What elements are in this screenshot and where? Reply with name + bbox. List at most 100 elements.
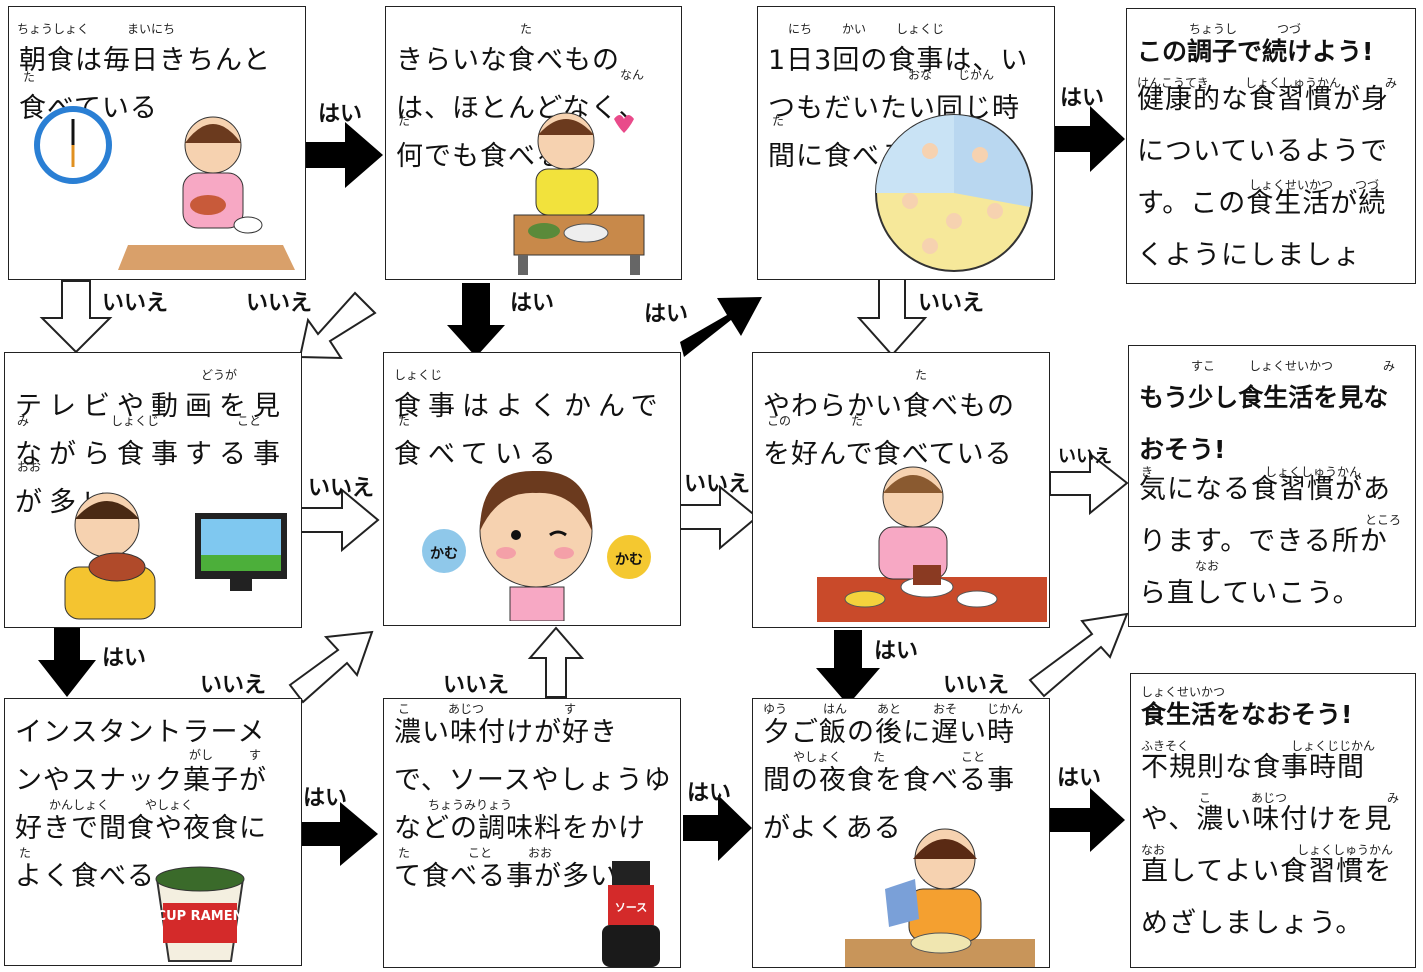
furigana: つづ [1277, 22, 1302, 36]
label-regular-no: いいえ [918, 291, 985, 316]
label-breakfast-no: いいえ [102, 291, 169, 316]
node-no-dislike-text: きらいな食べものは、ほとんどなく、何でも食べる [396, 45, 647, 172]
node-breakfast-text: 朝食は毎日きちんと食べている [19, 45, 271, 124]
breakfast-illustration [34, 106, 295, 270]
furigana: み [17, 414, 30, 428]
node-strong-taste: 濃い味付けが好きで、ソースやしょうゆなどの調味料をかけて食べる事が多い こ あじ… [383, 698, 681, 968]
node-soft-food-text: やわらかい食べものを好んで食べている [763, 391, 1015, 470]
arrow-chew-yes [680, 297, 762, 357]
furigana: あじつ [448, 702, 485, 716]
kamu-label-left: かむ [430, 546, 458, 562]
furigana: こ [1199, 791, 1212, 805]
node-late-meal-text: 夕ご飯の後に遅い時間の夜食を食べる事がよくある [763, 717, 1015, 844]
label-regular-yes: はい [1060, 86, 1105, 111]
furigana: す [249, 748, 262, 762]
furigana: この [767, 414, 792, 428]
furigana: しょくしゅうかん [1297, 843, 1394, 857]
sauce-bottle-icon: ソース [602, 861, 660, 967]
sauce-label: ソース [615, 901, 647, 914]
node-regular-time-text: 1日3回の食事は、いつもだいたい同じ時間に食べる [768, 45, 1029, 172]
arrow-breakfast-yes [305, 122, 383, 188]
furigana: おそ [933, 702, 958, 716]
result-good-body: 健康的な食習慣が身についているようです。この食生活が続くようにしましょう。 [1137, 84, 1389, 271]
label-strong-yes: はい [687, 781, 732, 806]
arrow-chew-no [678, 484, 759, 551]
result-review: もう少し食生活を見なおそう! 気になる食習慣があります。できる所から直していこう… [1128, 345, 1416, 627]
furigana: おな [908, 68, 933, 82]
furigana: こと [468, 846, 493, 860]
furigana: た [398, 846, 411, 860]
furigana: やしょく [145, 798, 194, 812]
furigana: しょくじじかん [1291, 739, 1376, 753]
furigana: かい [842, 22, 867, 36]
furigana: おお [528, 846, 553, 860]
furigana: なお [1195, 559, 1220, 573]
result-fix-title: 食生活をなおそう! [1141, 700, 1353, 729]
soft-food-illustration [817, 466, 1047, 622]
node-strong-taste-text: 濃い味付けが好きで、ソースやしょうゆなどの調味料をかけて食べる事が多い [394, 717, 672, 892]
arrow-late-yes [1050, 788, 1125, 852]
furigana: き [1141, 465, 1154, 479]
label-tv-no: いいえ [308, 476, 375, 501]
furigana: ちょうみりょう [428, 798, 513, 812]
furigana: はん [823, 702, 848, 716]
label-soft-yes: はい [874, 639, 919, 664]
label-strong-no: いいえ [443, 673, 510, 698]
result-good: この調子で続けよう! 健康的な食習慣が身についているようです。この食生活が続くよ… [1126, 8, 1416, 284]
furigana: おお [17, 460, 42, 474]
node-instant-text: インスタントラーメンやスナック菓子が好きで間食や夜食によく食べる [15, 717, 267, 892]
cup-ramen-label: CUP RAMEN [157, 909, 244, 924]
furigana: やしょく [793, 750, 842, 764]
arrow-regular-no [856, 278, 928, 357]
daily-clock-illustration [875, 114, 1033, 272]
arrow-instant-no [288, 630, 374, 704]
furigana: しょくしゅうかん [1245, 76, 1342, 90]
result-fix-body: 不規則な食事時間や、濃い味付けを見直してよい食習慣をめざしましょう。 [1141, 752, 1393, 939]
furigana: しょくじ [111, 414, 160, 428]
heart-icon [614, 115, 634, 133]
furigana: み [1387, 791, 1400, 805]
arrow-nodislike-yes [447, 283, 505, 357]
label-breakfast-yes: はい [318, 102, 363, 127]
furigana: ちょうしょく [17, 22, 90, 36]
arrow-tv-no [297, 487, 380, 553]
result-good-title: この調子で続けよう! [1137, 37, 1374, 66]
label-late-no: いいえ [943, 673, 1010, 698]
node-regular-time: 1日3回の食事は、いつもだいたい同じ時間に食べる にち かい しょくじ おな じ… [757, 6, 1055, 280]
furigana: まいにち [127, 22, 176, 36]
furigana: た [23, 70, 36, 84]
result-review-body: 気になる食習慣があります。できる所から直していこう。 [1139, 474, 1391, 609]
furigana: あじつ [1251, 791, 1288, 805]
furigana: しょくじ [896, 22, 945, 36]
furigana: しょくせいかつ [1141, 685, 1226, 699]
child-eating-illustration [513, 112, 645, 275]
furigana: つづ [1355, 178, 1380, 192]
arrow-tv-yes [38, 624, 96, 697]
furigana: にち [788, 22, 813, 36]
furigana: こと [961, 750, 986, 764]
node-instant: インスタントラーメンやスナック菓子が好きで間食や夜食によく食べる がし す かん… [4, 698, 302, 966]
furigana: ゆう [763, 702, 788, 716]
furigana: た [398, 414, 411, 428]
furigana: こ [398, 702, 411, 716]
label-late-yes: はい [1057, 766, 1102, 791]
furigana: じかん [987, 702, 1024, 716]
node-chew-text: 食事はよくかんで食べている [394, 391, 665, 470]
arrow-soft-no [1049, 451, 1129, 516]
label-chew-no: いいえ [684, 472, 751, 497]
furigana: た [772, 114, 785, 128]
furigana: がし [189, 748, 214, 762]
furigana: しょくせいかつ [1249, 359, 1334, 373]
furigana: かんしょく [49, 798, 110, 812]
node-breakfast: 朝食は毎日きちんと食べている ちょうしょく まいにち た [8, 6, 306, 280]
arrow-instant-yes [300, 802, 378, 866]
result-review-title: もう少し食生活を見なおそう! [1139, 383, 1389, 464]
furigana: なお [1141, 843, 1166, 857]
label-tv-yes: はい [102, 646, 147, 671]
furigana: み [1383, 359, 1396, 373]
arrow-nodislike-no [298, 291, 377, 360]
chewing-girl-illustration: かむ かむ [422, 470, 651, 621]
furigana: た [873, 750, 886, 764]
furigana: た [398, 114, 411, 128]
